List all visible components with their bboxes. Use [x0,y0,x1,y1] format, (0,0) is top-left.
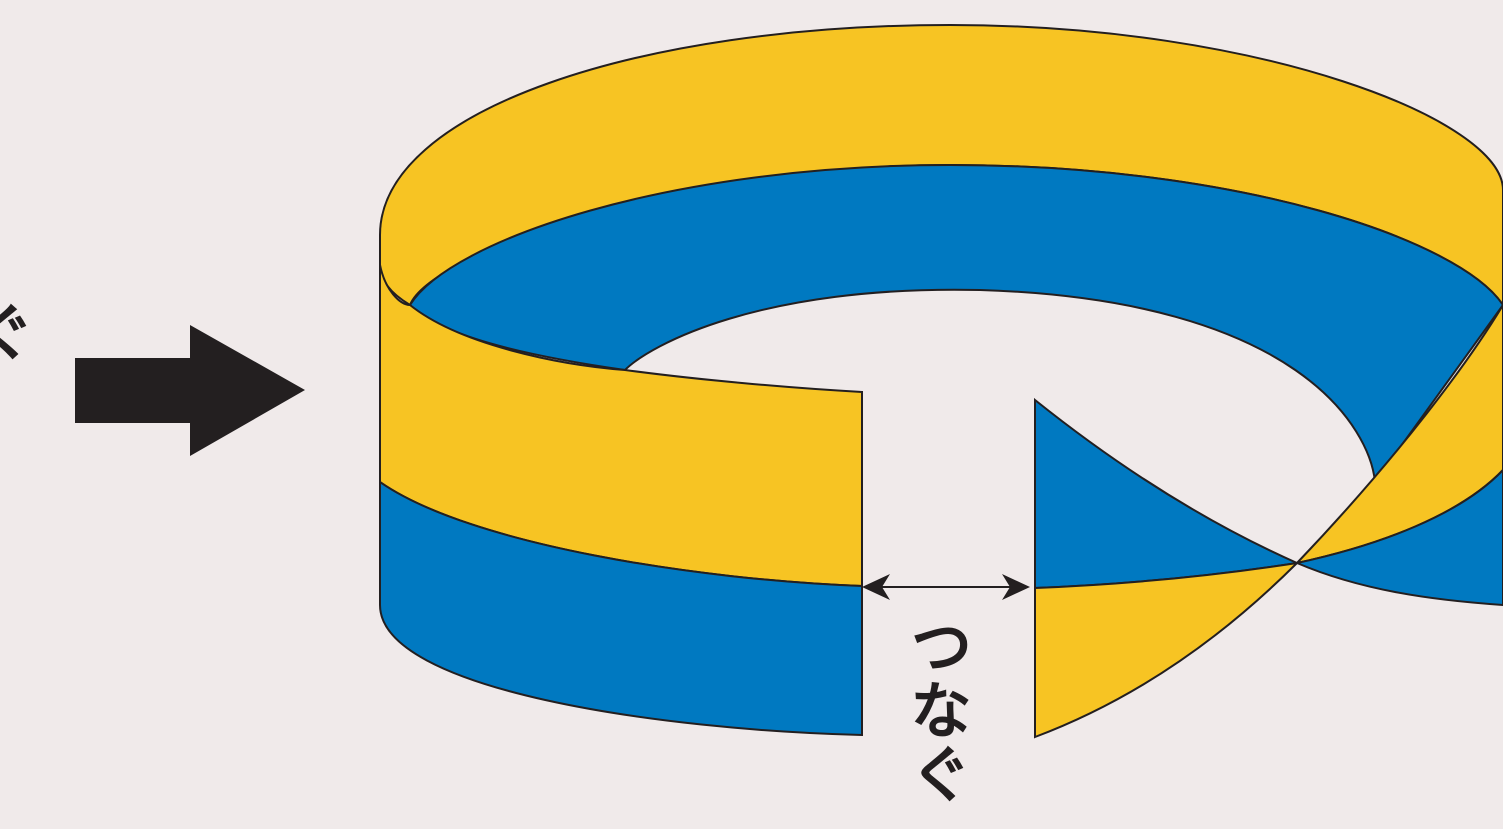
band-right-yellow-bottom [1035,563,1297,737]
band-right-blue-top [1035,400,1297,588]
double-headed-arrow-icon [862,574,1030,600]
connect-label: つなぐ [895,614,975,806]
partial-left-label: ぐ [0,300,28,362]
right-arrow-icon [75,325,305,456]
